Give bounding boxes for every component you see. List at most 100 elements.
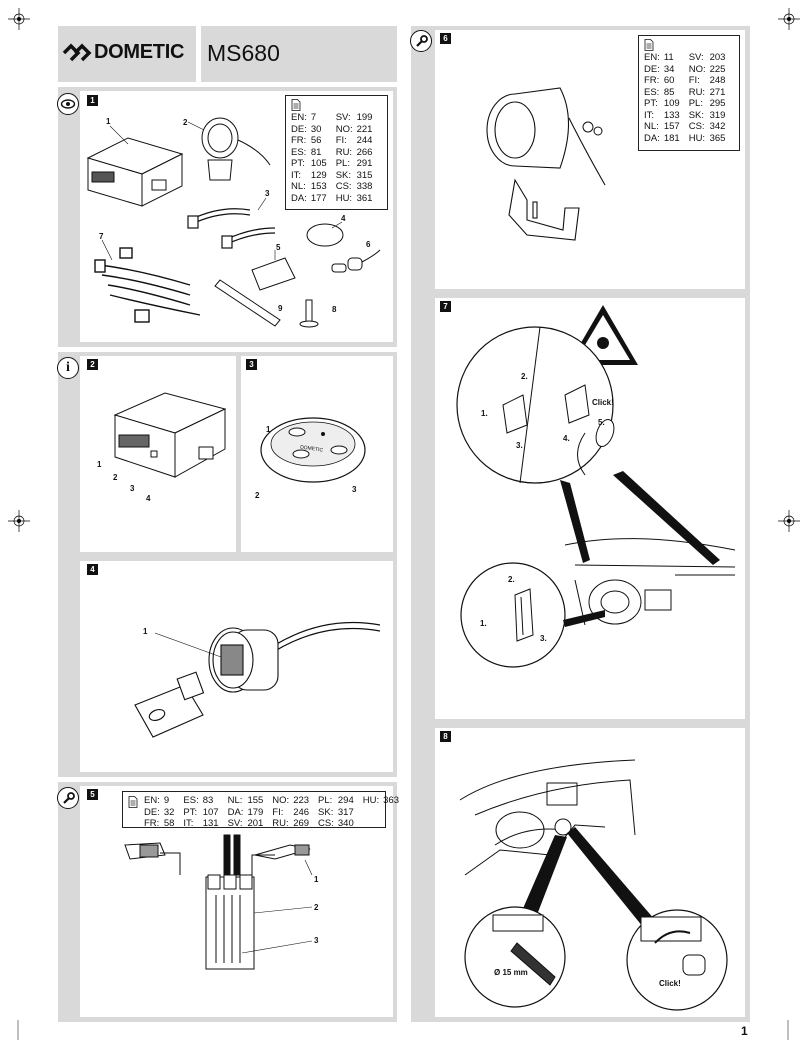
page-reference: 32 — [163, 806, 175, 818]
mounting-bracket-drawing — [214, 279, 281, 327]
fig5-label-2: 2 — [314, 903, 319, 912]
language-code — [363, 807, 383, 819]
page-reference: 291 — [356, 158, 373, 169]
page-reference: 246 — [293, 806, 310, 818]
figure-6-number: 6 — [440, 33, 451, 44]
transponder-key-drawing — [134, 671, 205, 738]
language-code: FI: — [335, 135, 347, 146]
page-reference: 201 — [247, 818, 264, 829]
language-code: SK: — [335, 169, 352, 181]
page-reference: 179 — [247, 806, 264, 818]
manual-page-icon — [644, 39, 654, 51]
figure-8-number: 8 — [440, 731, 451, 742]
language-code: NO: — [688, 63, 706, 75]
fig7-step-4-top: 4. — [563, 434, 570, 443]
language-code: DE: — [291, 123, 307, 135]
page-reference: 7 — [310, 112, 317, 123]
page-reference: 9 — [163, 795, 170, 806]
page-reference: 295 — [709, 98, 726, 109]
figure-8-illustration — [459, 759, 728, 1011]
figure-3-number: 3 — [246, 359, 257, 370]
language-code: ES: — [291, 146, 307, 158]
key-reader-socket-drawing — [208, 627, 279, 693]
language-code: SV: — [688, 52, 704, 63]
wiring-harness-drawing — [94, 247, 201, 323]
language-code: NL: — [644, 121, 659, 132]
fig5-label-3: 3 — [314, 936, 319, 945]
header-model-box — [201, 26, 397, 82]
fig7-step-3-top: 3. — [516, 441, 523, 450]
language-code: RU: — [272, 818, 289, 829]
language-code: PL: — [688, 98, 703, 109]
fig4-label-1: 1 — [143, 627, 148, 636]
page-reference: 271 — [709, 86, 726, 98]
info-icon: i — [57, 357, 79, 379]
language-code: PT: — [183, 806, 198, 818]
detail-circle-drill — [464, 906, 566, 1008]
language-code: IT: — [183, 818, 194, 829]
registration-mark-left — [8, 510, 30, 532]
page-reference: 34 — [663, 63, 675, 75]
page-reference: 315 — [356, 169, 373, 181]
page-number: 1 — [741, 1024, 748, 1038]
page-reference: 155 — [247, 795, 264, 806]
page-reference: 83 — [202, 795, 214, 806]
key-reader-drawing — [331, 257, 363, 273]
language-code — [363, 818, 383, 830]
language-code: FR: — [644, 75, 660, 86]
page-reference: 133 — [663, 109, 680, 121]
eye-icon — [57, 93, 79, 115]
language-code: SK: — [688, 109, 705, 121]
language-code: PL: — [335, 158, 350, 169]
language-code: NO: — [335, 123, 353, 135]
fig1-label-5: 5 — [276, 243, 281, 252]
language-code: HU: — [335, 192, 353, 204]
detail-circle-top — [456, 326, 614, 484]
brand-logo: DOMETIC — [62, 41, 184, 64]
page-reference — [383, 807, 408, 819]
fig7-step-3-bottom: 3. — [540, 634, 547, 643]
language-code: NL: — [227, 795, 243, 806]
page-reference: 157 — [663, 121, 680, 132]
page-reference: 107 — [202, 806, 219, 818]
fig3-label-3: 3 — [352, 485, 357, 494]
brand-name: DOMETIC — [94, 41, 185, 63]
siren-drawing — [201, 117, 271, 181]
language-code: EN: — [644, 52, 660, 63]
fig7-step-1-top: 1. — [481, 409, 488, 418]
page-reference: 105 — [310, 158, 327, 169]
language-code: ES: — [644, 86, 660, 98]
figure-5-illustration — [124, 834, 313, 970]
language-code: EN: — [144, 795, 160, 806]
language-code: DE: — [644, 63, 660, 75]
tilt-sensor-module-drawing — [251, 257, 296, 291]
language-code: HU: — [688, 132, 706, 144]
page-reference: 177 — [310, 192, 327, 204]
page-reference: 294 — [337, 795, 354, 806]
manual-page-icon — [128, 796, 138, 808]
language-code: SV: — [335, 112, 351, 123]
page-reference: 199 — [356, 112, 373, 123]
switch-drawing — [299, 299, 319, 328]
page-reference: 340 — [337, 818, 354, 829]
language-code: SV: — [227, 818, 243, 829]
language-code: DA: — [644, 132, 660, 144]
wrench-icon — [57, 787, 79, 809]
language-code: DE: — [144, 806, 160, 818]
figure-1-illustration — [86, 117, 381, 328]
fig2-label-2: 2 — [113, 473, 118, 482]
